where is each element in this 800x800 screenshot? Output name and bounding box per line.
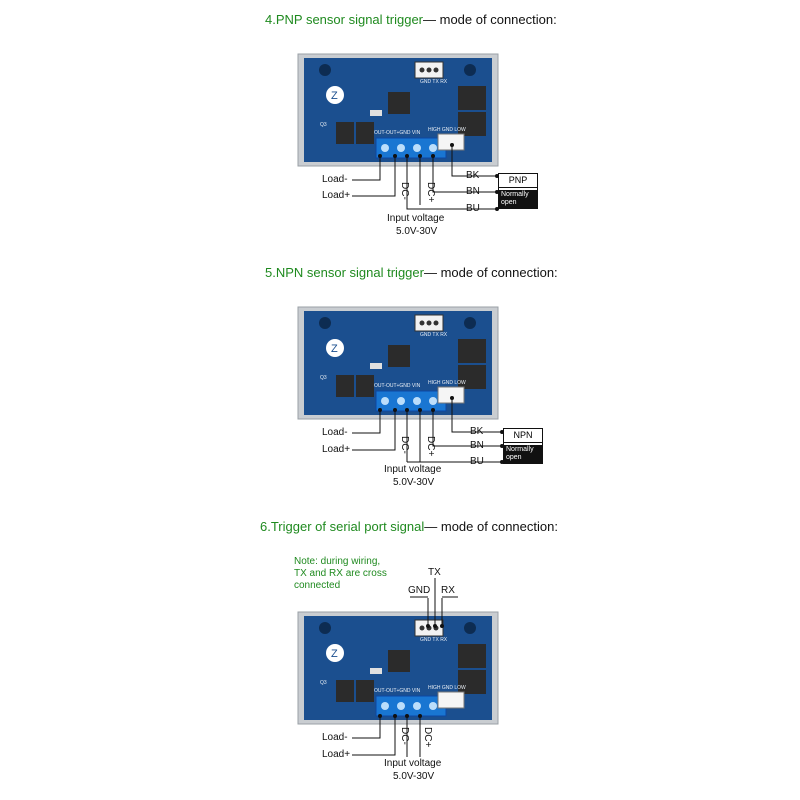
controller-board: Z [297, 611, 499, 725]
input-voltage-label: Input voltage [384, 758, 442, 769]
pcb-trigger-labels: HIGH GND LOW [428, 685, 466, 691]
voltage-range-label: 5.0V-30V [393, 771, 435, 782]
load-plus-label: Load+ [322, 190, 351, 201]
heading-suffix: — mode of connection: [423, 265, 558, 280]
wire-bn-label: BN [466, 186, 480, 197]
svg-text:Z: Z [331, 648, 338, 660]
pin-gnd-label: GND [408, 585, 431, 596]
sensor-mode: Normally open [504, 445, 542, 463]
heading-title: 5.NPN sensor signal trigger [265, 265, 424, 280]
note-line: connected [294, 580, 341, 591]
pcb-terminal-labels: OUT-OUT+GND VIN [374, 383, 421, 389]
section-npn: 5.NPN sensor signal trigger— mode of con… [265, 265, 558, 488]
heading-title: 4.PNP sensor signal trigger [265, 12, 424, 27]
heading-suffix: — mode of connection: [424, 519, 558, 534]
voltage-range-label: 5.0V-30V [393, 477, 435, 488]
pin-rx-label: RX [441, 585, 455, 596]
wire-bk-label: BK [466, 170, 480, 181]
pcb-q3-label: Q3 [320, 680, 327, 686]
pcb-uart-labels: GND TX RX [420, 79, 448, 85]
heading-suffix: — mode of connection: [423, 12, 557, 27]
pcb-trigger-labels: HIGH GND LOW [428, 380, 466, 386]
heading-title: 6.Trigger of serial port signal [260, 519, 425, 534]
load-minus-label: Load- [322, 732, 348, 743]
load-minus-label: Load- [322, 427, 348, 438]
pnp-sensor-box: PNP Normally open [498, 173, 538, 209]
pcb-trigger-labels: HIGH GND LOW [428, 127, 466, 133]
wire-bn-label: BN [470, 440, 484, 451]
wire-bu-label: BU [470, 456, 484, 467]
svg-text:Z: Z [331, 90, 338, 102]
note-line: TX and RX are cross [294, 568, 387, 579]
input-voltage-label: Input voltage [384, 464, 442, 475]
sensor-type: NPN [504, 429, 542, 443]
voltage-range-label: 5.0V-30V [396, 226, 438, 237]
pin-tx-label: TX [428, 567, 441, 578]
pcb-q3-label: Q3 [320, 375, 327, 381]
section-pnp: 4.PNP sensor signal trigger— mode of con… [0, 0, 800, 260]
input-voltage-label: Input voltage [387, 213, 445, 224]
sensor-mode: Normally open [499, 190, 537, 208]
wiring-note: Note: during wiring, TX and RX are cross… [294, 556, 387, 592]
controller-board: Z [297, 53, 499, 167]
load-plus-label: Load+ [322, 444, 351, 455]
pcb-terminal-labels: OUT-OUT+GND VIN [374, 130, 421, 136]
dc-minus-label: DC- [399, 727, 410, 745]
npn-sensor-box: NPN Normally open [503, 428, 543, 464]
section-heading: 5.NPN sensor signal trigger— mode of con… [265, 265, 558, 280]
sensor-type: PNP [499, 174, 537, 188]
wire-bu-label: BU [466, 203, 480, 214]
load-plus-label: Load+ [322, 749, 351, 760]
svg-text:Z: Z [331, 343, 338, 355]
section-heading: 6.Trigger of serial port signal— mode of… [260, 519, 558, 534]
pcb-uart-labels: GND TX RX [420, 637, 448, 643]
controller-board: Z [297, 306, 499, 420]
load-minus-label: Load- [322, 174, 348, 185]
wire-bk-label: BK [470, 426, 484, 437]
section-heading: 4.PNP sensor signal trigger— mode of con… [265, 12, 557, 27]
wiring-lines [352, 396, 504, 464]
note-line: Note: during wiring, [294, 556, 381, 567]
pcb-terminal-labels: OUT-OUT+GND VIN [374, 688, 421, 694]
pcb-uart-labels: GND TX RX [420, 332, 448, 338]
pcb-q3-label: Q3 [320, 122, 327, 128]
dc-plus-label: DC+ [422, 727, 433, 748]
